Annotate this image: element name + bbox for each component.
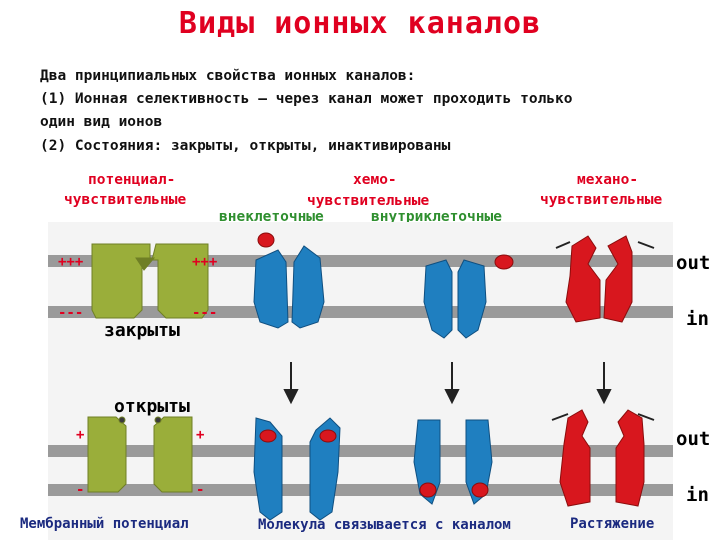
state-closed-label: закрыты — [104, 320, 180, 341]
extracellular-label: внеклеточные — [219, 209, 324, 225]
arrow-mechano-head — [596, 389, 612, 405]
chemo-ext-closed-right — [291, 245, 325, 329]
mechano-closed-right — [603, 235, 633, 323]
stretch-arrow-open-left — [551, 413, 569, 421]
voltage-label-1: потенциал- — [88, 172, 176, 188]
caption-mechano: Растяжение — [570, 516, 655, 532]
chemo-extracellular-closed — [253, 232, 325, 329]
chemo-ext-bound-ligand-right — [319, 429, 337, 443]
voltage-channel-open — [87, 416, 193, 493]
mechano-open-left — [559, 409, 591, 507]
side-in-bottom: in — [686, 484, 709, 506]
voltage-label-2: чувствительные — [64, 192, 187, 208]
side-out-top: out — [676, 252, 711, 274]
voltage-closed-minus-right: --- — [192, 305, 218, 321]
mechano-closed-left — [565, 235, 601, 323]
state-arrows — [283, 241, 655, 421]
chemo-ext-ligand — [257, 232, 275, 248]
intro-line-2: (1) Ионная селективность – через канал м… — [40, 91, 573, 107]
chemo-label-1: хемо- — [353, 172, 397, 188]
caption-voltage: Мембранный потенциал — [20, 516, 189, 532]
chemo-label-2: чувствительные — [307, 193, 430, 209]
ion-channel-diagram — [48, 232, 673, 521]
voltage-closed-plus-left: +++ — [58, 254, 84, 270]
membrane-bottom-outer-1 — [48, 445, 673, 457]
chemo-ext-open-right — [309, 417, 341, 521]
chemo-int-closed-left — [423, 259, 453, 339]
intro-line-3: один вид ионов — [40, 114, 163, 130]
voltage-closed-minus-left: --- — [58, 305, 84, 321]
voltage-closed-gate — [135, 257, 156, 271]
voltage-closed-right-subunit — [151, 243, 209, 319]
voltage-open-minus-left: - — [76, 482, 85, 498]
side-out-bottom: out — [676, 428, 711, 450]
mechano-label-2: чувствительные — [540, 192, 663, 208]
voltage-open-left-subunit — [87, 416, 127, 493]
voltage-open-minus-right: - — [196, 482, 205, 498]
chemo-ext-open-left — [253, 417, 283, 521]
intro-line-4: (2) Состояния: закрыты, открыты, инактив… — [40, 138, 451, 154]
voltage-open-plus-left: + — [76, 427, 85, 443]
chemo-intracellular-closed — [423, 254, 514, 339]
membrane-bottom-inner-1 — [48, 484, 673, 496]
voltage-channel-closed — [91, 243, 209, 319]
voltage-closed-plus-right: +++ — [192, 254, 218, 270]
arrow-chemo-ext-head — [283, 389, 299, 405]
chemo-int-bound-ligand-left — [419, 482, 437, 498]
caption-chemo: Молекула связывается с каналом — [258, 517, 511, 533]
side-in-top: in — [686, 308, 709, 330]
voltage-open-plus-right: + — [196, 427, 205, 443]
voltage-closed-left-subunit — [91, 243, 151, 319]
intracellular-label: внутриклеточные — [371, 209, 502, 225]
chemo-extracellular-open — [253, 417, 341, 521]
arrow-chemo-int-head — [444, 389, 460, 405]
intro-line-1: Два принципиальных свойства ионных канал… — [40, 68, 416, 84]
stretch-arrow-open-right — [637, 413, 655, 421]
voltage-open-sensor-left — [118, 416, 126, 424]
diagram-panel — [48, 222, 673, 540]
voltage-open-right-subunit — [153, 416, 193, 493]
mechano-open-right — [615, 409, 645, 507]
chemo-intracellular-open — [413, 419, 493, 505]
chemo-int-closed-right — [457, 259, 487, 339]
mechano-channel-open — [559, 409, 645, 507]
chemo-ext-bound-ligand-left — [259, 429, 277, 443]
stretch-arrow-closed-right — [637, 241, 655, 249]
mechano-channel-closed — [565, 235, 633, 323]
chemo-ext-closed-left — [253, 249, 289, 329]
chemo-int-ligand — [494, 254, 514, 270]
chemo-int-bound-ligand-right — [471, 482, 489, 498]
state-open-label: открыты — [114, 396, 190, 417]
page-title: Виды ионных каналов — [178, 6, 542, 41]
stretch-arrow-closed-left — [555, 241, 571, 249]
voltage-open-sensor-right — [154, 416, 162, 424]
chemo-int-open-left — [413, 419, 441, 505]
mechano-label-1: механо- — [577, 172, 639, 188]
